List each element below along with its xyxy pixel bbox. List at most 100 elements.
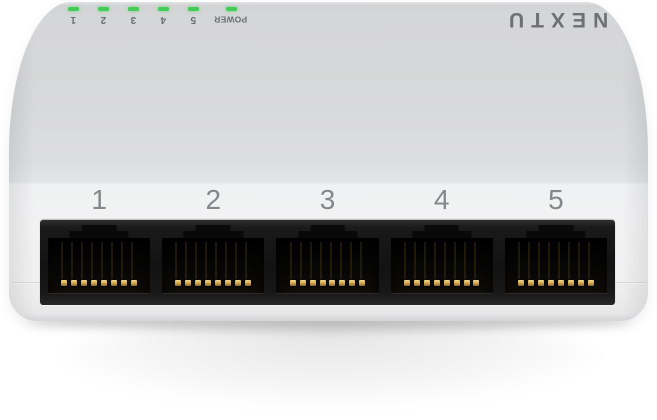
led-light-power — [225, 7, 237, 11]
gold-pin — [289, 280, 296, 286]
gold-pin — [413, 280, 420, 286]
rj45-clip-notch-lower — [412, 231, 472, 239]
led-label: 5 — [189, 14, 197, 25]
gold-pin — [339, 280, 346, 286]
gold-pin — [528, 280, 535, 286]
led-indicator-4: 4 — [148, 7, 178, 25]
rj45-port-4 — [390, 220, 493, 305]
gold-pin — [130, 280, 137, 286]
gold-pin-row — [518, 280, 594, 286]
rj45-clip-notch-lower — [526, 231, 586, 239]
rj45-clip-notch-upper — [195, 225, 231, 232]
gold-pin-row — [289, 280, 366, 286]
gold-pin — [195, 280, 202, 286]
gold-pin — [403, 280, 410, 286]
led-indicator-1: 1 — [58, 7, 88, 25]
gold-pin — [359, 280, 366, 286]
gold-pin — [110, 280, 117, 286]
pin-channel-stripes — [61, 242, 137, 279]
rj45-opening — [504, 238, 608, 293]
rj45-opening — [48, 238, 151, 293]
gold-pin — [71, 280, 78, 286]
gold-pin — [205, 280, 212, 286]
led-light-1 — [67, 7, 79, 11]
pin-channel-stripes — [518, 242, 594, 279]
gold-pin — [91, 280, 98, 286]
gold-pin — [463, 280, 470, 286]
gold-pin — [349, 280, 356, 286]
gold-pin-row — [61, 280, 137, 286]
gold-pin — [120, 280, 127, 286]
gold-pin — [61, 280, 68, 286]
led-light-2 — [97, 7, 109, 11]
rj45-clip-notch-upper — [310, 225, 345, 232]
rj45-opening — [276, 238, 379, 293]
brand-logo: NEXTU — [501, 8, 608, 31]
gold-pin — [329, 280, 336, 286]
led-label: 2 — [99, 14, 107, 25]
pin-channel-stripes — [403, 242, 480, 279]
pin-channel-stripes — [175, 242, 252, 279]
rj45-clip-notch-lower — [183, 231, 243, 239]
led-light-5 — [187, 7, 199, 11]
gold-pin — [443, 280, 450, 286]
gold-pin — [81, 280, 88, 286]
rj45-port-3 — [276, 220, 379, 305]
case-seam-left — [11, 282, 47, 284]
rj45-clip-notch-lower — [69, 231, 129, 239]
gold-pin — [101, 280, 108, 286]
gold-pin — [557, 280, 564, 286]
port-number-1: 1 — [91, 184, 107, 215]
gold-pin — [225, 280, 232, 286]
gold-pin — [567, 280, 574, 286]
rj45-clip-notch-upper — [424, 225, 460, 232]
gold-pin — [245, 280, 252, 286]
gold-pin — [309, 280, 316, 286]
port-number-4: 4 — [433, 184, 450, 215]
gold-pin-row — [175, 280, 252, 286]
port-panel — [40, 220, 615, 305]
gold-pin — [587, 280, 594, 286]
rj45-opening — [162, 238, 265, 293]
gold-pin-row — [403, 280, 480, 286]
port-number-2: 2 — [205, 184, 222, 215]
rj45-clip-notch-upper — [81, 225, 117, 232]
gold-pin — [175, 280, 182, 286]
gold-pin — [577, 280, 584, 286]
gold-pin — [185, 280, 192, 286]
gold-pin — [235, 280, 242, 286]
case-seam-right — [606, 282, 646, 284]
gold-pin — [473, 280, 480, 286]
ground-shadow — [55, 318, 602, 403]
led-label: POWER — [214, 14, 248, 25]
rj45-port-2 — [162, 220, 265, 305]
led-label: 1 — [69, 14, 77, 25]
port-number-row: 1 2 3 4 5 — [40, 182, 615, 218]
led-indicator-5: 5 — [178, 7, 208, 25]
pin-channel-stripes — [289, 242, 366, 279]
rj45-port-1 — [48, 220, 151, 305]
gold-pin — [319, 280, 326, 286]
led-label: 3 — [129, 14, 137, 25]
port-number-5: 5 — [548, 184, 564, 215]
rj45-clip-notch-lower — [297, 231, 358, 239]
rj45-opening — [390, 238, 493, 293]
port-number-3: 3 — [319, 184, 336, 215]
led-light-4 — [157, 7, 169, 11]
led-indicator-power: POWER — [208, 7, 254, 25]
gold-pin — [547, 280, 554, 286]
gold-pin — [215, 280, 222, 286]
gold-pin — [433, 280, 440, 286]
rj45-clip-notch-upper — [538, 225, 574, 232]
led-light-3 — [127, 7, 139, 11]
led-indicator-2: 2 — [88, 7, 118, 25]
gold-pin — [423, 280, 430, 286]
led-indicator-3: 3 — [118, 7, 148, 25]
gold-pin — [299, 280, 306, 286]
rj45-port-5 — [504, 220, 608, 305]
gold-pin — [518, 280, 525, 286]
gold-pin — [453, 280, 460, 286]
